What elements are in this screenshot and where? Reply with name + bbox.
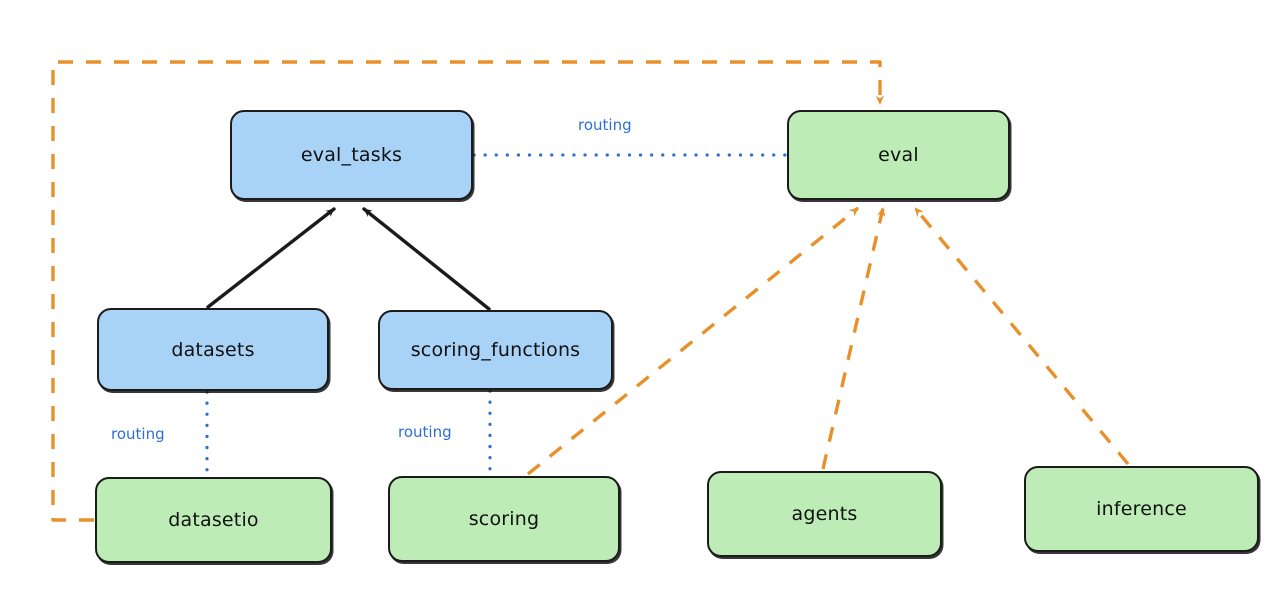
node-inference[interactable]: inference <box>1024 466 1259 552</box>
node-agents-label: agents <box>791 503 858 525</box>
edge-datasets-to-eval-tasks <box>206 207 336 309</box>
edge-scoring-to-eval <box>526 206 860 476</box>
edge-label-routing-datasetio: routing <box>111 425 165 443</box>
edge-label-routing-scoring: routing <box>398 423 452 441</box>
node-scoring-functions-label: scoring_functions <box>410 339 581 361</box>
node-agents[interactable]: agents <box>707 471 942 557</box>
edge-label-routing-eval: routing <box>578 116 632 134</box>
node-eval-label: eval <box>878 144 919 166</box>
edge-inference-to-eval <box>913 206 1130 466</box>
node-eval-tasks-label: eval_tasks <box>300 144 403 166</box>
node-datasets[interactable]: datasets <box>97 308 329 391</box>
node-inference-label: inference <box>1096 498 1187 520</box>
node-scoring[interactable]: scoring <box>388 476 620 562</box>
edge-agents-to-eval <box>821 207 886 470</box>
node-datasets-label: datasets <box>171 338 255 361</box>
node-eval-tasks[interactable]: eval_tasks <box>230 110 473 200</box>
node-datasetio-label: datasetio <box>168 509 259 531</box>
node-scoring-functions[interactable]: scoring_functions <box>378 310 613 390</box>
node-datasetio[interactable]: datasetio <box>95 477 332 563</box>
node-eval[interactable]: eval <box>787 110 1010 200</box>
node-scoring-label: scoring <box>468 508 540 530</box>
edge-scoring-functions-to-eval-tasks <box>362 207 491 311</box>
